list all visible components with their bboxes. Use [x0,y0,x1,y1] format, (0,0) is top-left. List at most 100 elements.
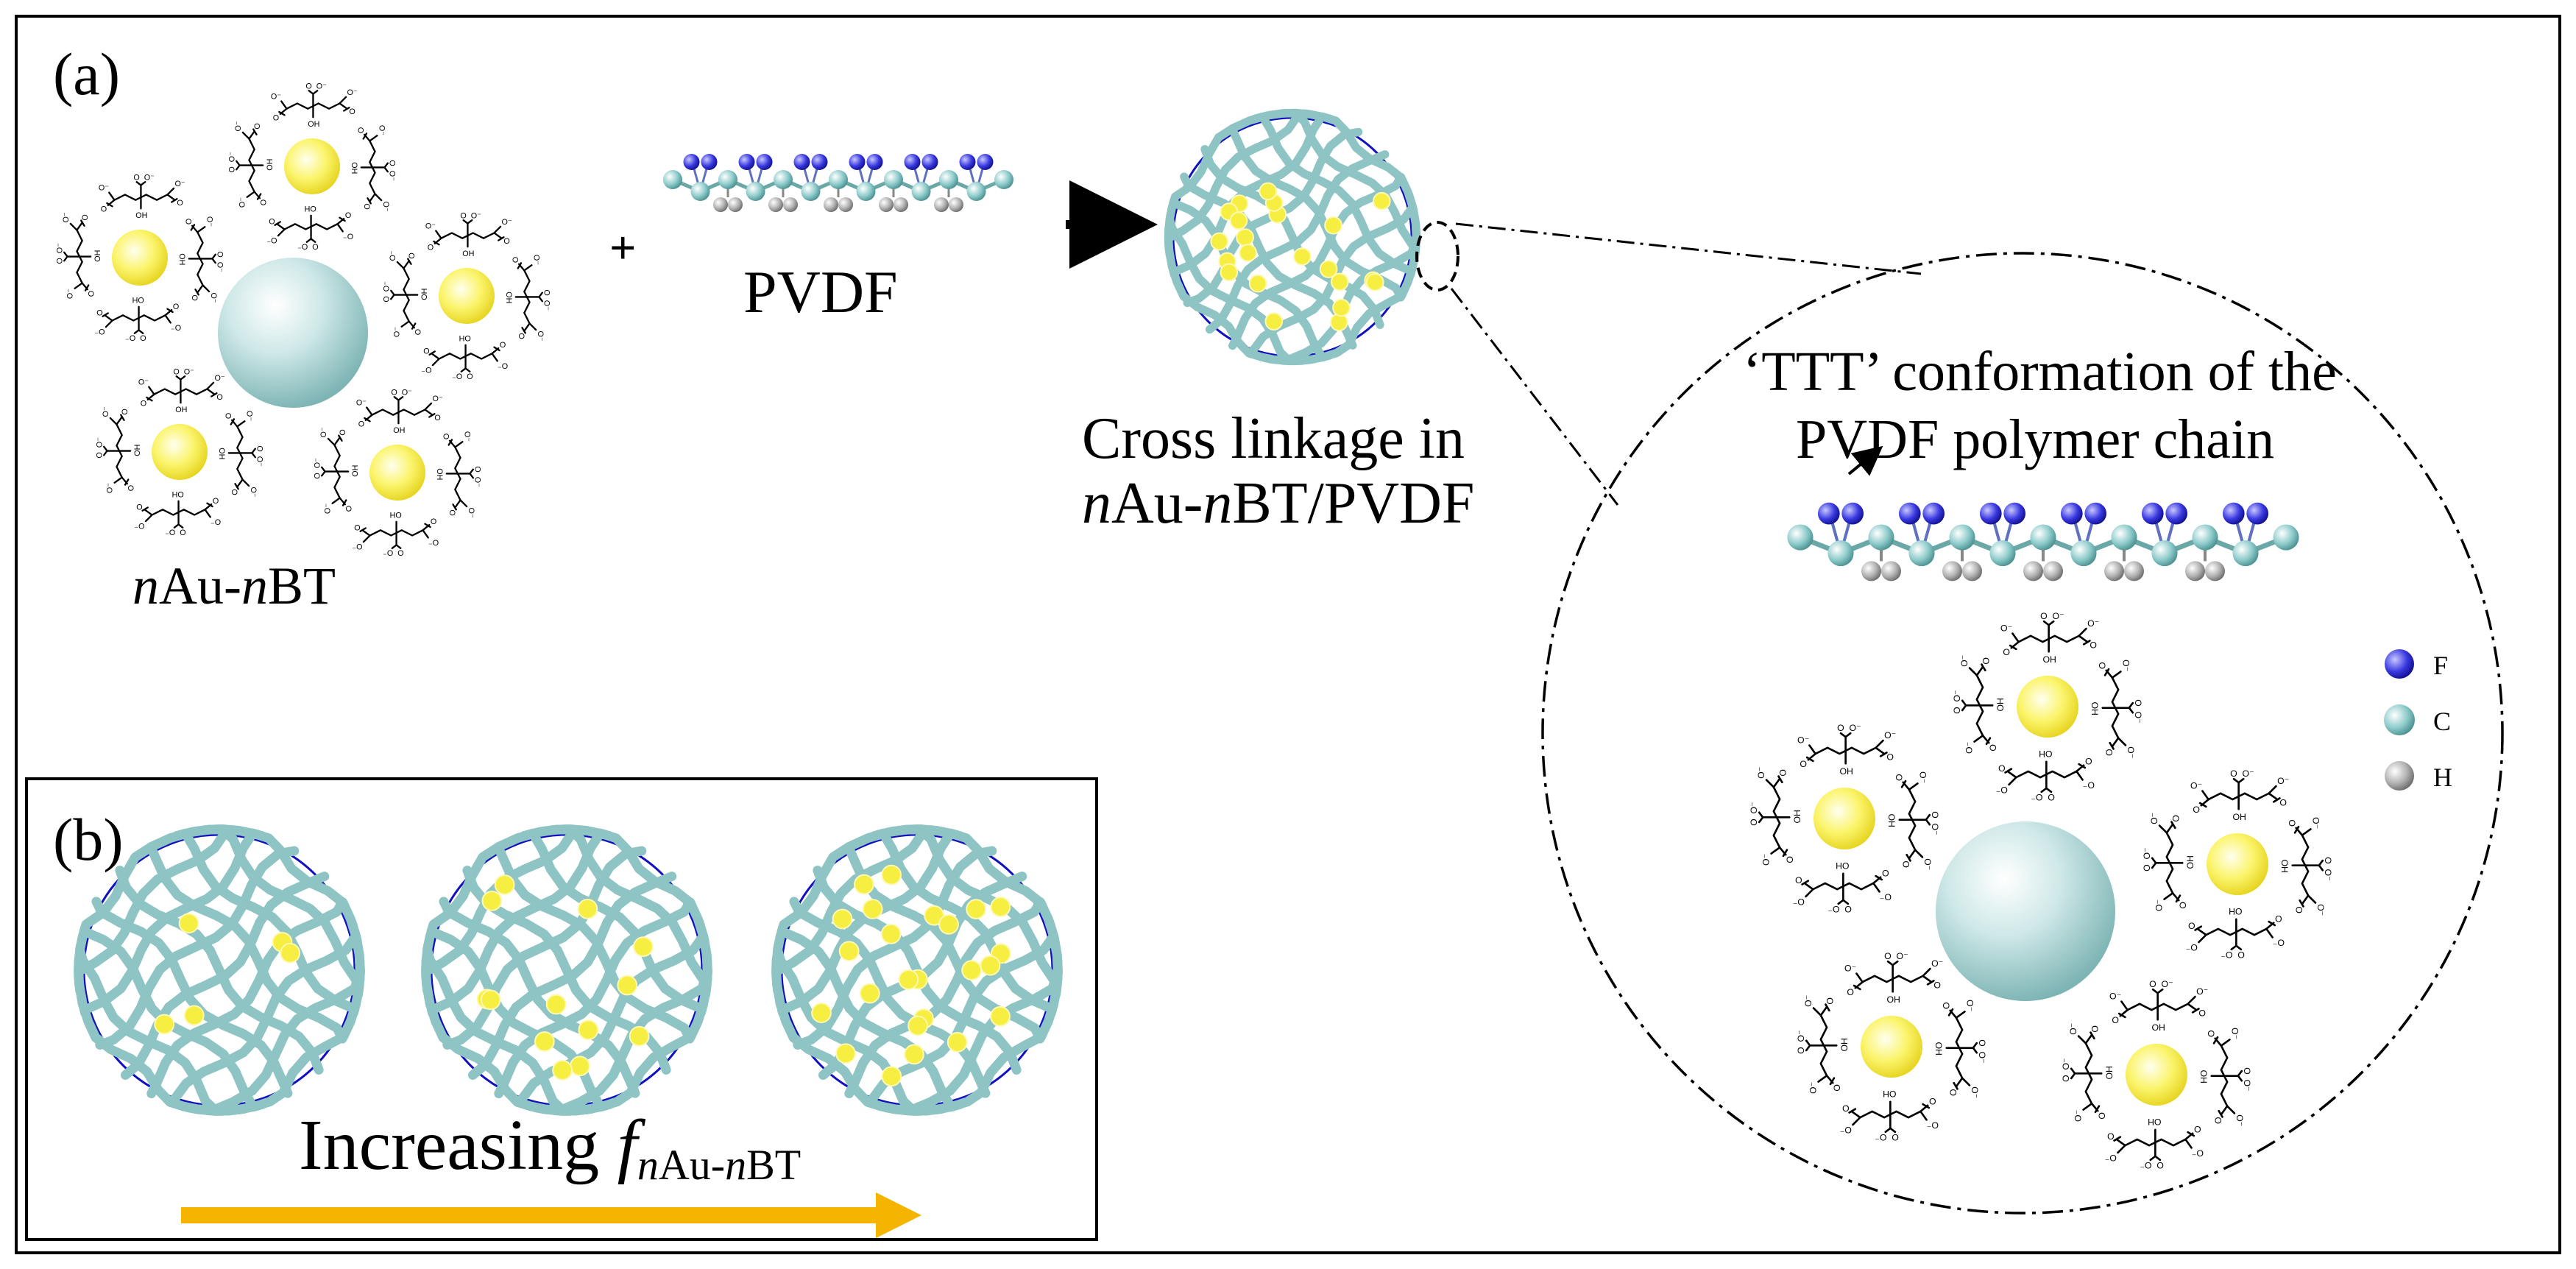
citrate-atom-label: O [177,199,183,208]
zoom-connector-upper [1455,222,1922,275]
citrate-atom-label: O [216,251,224,257]
gold-nanoparticle [2017,676,2078,738]
citrate-atom-label: O⁻ [1844,963,1856,973]
citrate-atom-label: O⁻ [1875,1132,1886,1142]
fluorine-atom [811,154,828,170]
citrate-atom-label: O⁻ [2083,780,2095,791]
gold-dot [838,941,860,962]
gold-dot [966,899,987,920]
citrate-atom-label: OH [2090,701,2100,715]
gold-dot [494,874,515,895]
carbon-atom [1827,540,1854,567]
citrate-atom-label: O⁻ [215,374,225,383]
carbon-atom [718,170,737,189]
hydrogen-atom [949,197,963,212]
citrate-atom-label: O⁻ [2186,942,2198,952]
zoom-circle [1541,252,2504,1215]
citrate-atom-label: O⁻ [347,88,358,97]
citrate-atom-label: O [121,409,130,414]
legend-f-label: F [2433,651,2448,680]
carbon-atom [884,170,903,189]
citrate-atom-label: O [354,523,360,531]
citrate-atom-label: O⁻ [2142,847,2152,859]
carbon-atom [939,170,958,189]
gold-dot [946,1031,968,1053]
citrate-atom-label: O [2287,819,2297,827]
gold-dot [280,942,301,964]
gold-dot [534,1031,555,1052]
citrate-atom-label: O [2279,797,2287,807]
citrate-atom-label: O⁻ [2162,979,2173,989]
citrate-atom-label: O⁻ [531,255,540,265]
carbon-atom [911,182,931,201]
carbon-atom [1787,524,1814,551]
citrate-atom-label: OH [390,510,402,519]
citrate-atom-label: O⁻ [165,528,175,537]
hydrogen-atom [2023,561,2043,582]
carbon-atom [2070,540,2097,567]
polymer-strand [171,828,360,1018]
citrate-atom-label: O [136,502,142,511]
citrate-atom-label: O⁻ [502,218,512,227]
citrate-atom-label: OH [172,489,184,498]
carbon-atom [2192,524,2218,551]
citrate-atom-label: OH [459,333,471,342]
citrate-atom-label: O [1988,744,1998,752]
citrate-atom-label: O⁻ [1756,767,1766,779]
citrate-atom-label: O⁻ [1927,1120,1939,1131]
citrate-atom-label: OH [177,253,186,265]
polymer-strand [519,828,707,1018]
citrate-atom-label: O [1844,904,1852,914]
citrate-atom-label: O [2040,611,2048,621]
gold-dot [577,899,598,919]
citrate-atom-label: O [190,294,199,300]
citrate-atom-label: O [127,485,136,491]
citrate-atom-label: O [1882,868,1889,878]
hydrogen-atom [838,197,853,212]
carbon-atom [1989,540,2016,567]
citrate-atom-label: O [88,291,96,297]
citrate-atom-label: O [388,160,397,166]
polymer-strand [426,922,615,1112]
gold-nanoparticle [152,424,208,480]
citrate-atom-label: O⁻ [2243,768,2254,779]
citrate-atom-label: O [253,123,262,129]
citrate-atom-label: O⁻ [1959,655,1970,667]
citrate-atom-label: O⁻ [125,333,135,342]
citrate-atom-label: O⁻ [1931,958,1943,969]
citrate-atom-label: OH [1886,994,1900,1005]
fluorine-atom [1979,502,2002,525]
citrate-atom-label: O⁻ [2196,986,2208,997]
polymer-strand [95,846,300,1050]
carbon-atom [856,182,876,201]
citrate-atom-label: O [1837,723,1844,733]
citrate-atom-label: O [423,346,429,355]
citrate-atom-label: O [431,516,436,525]
citrate-atom-label: O⁻ [205,216,213,227]
polymer-strand [74,955,235,1116]
citrate-atom-label: O⁻ [1922,858,1933,870]
citrate-atom-label: O [1930,811,1940,819]
citrate-atom-label: O⁻ [2190,780,2202,791]
carbon-atom [2030,524,2056,551]
citrate-atom-label: O [467,372,473,381]
citrate-atom-label: O [273,114,279,123]
citrate-atom-label: O [255,445,264,451]
panel-b-box [25,777,1098,1241]
citrate-atom-label: O⁻ [1803,995,1814,1007]
citrate-atom-label: OH [1792,810,1802,823]
gold-nanoparticle [2207,833,2268,895]
carbon-atom [690,182,710,201]
citrate-atom-label: O⁻ [266,236,277,244]
